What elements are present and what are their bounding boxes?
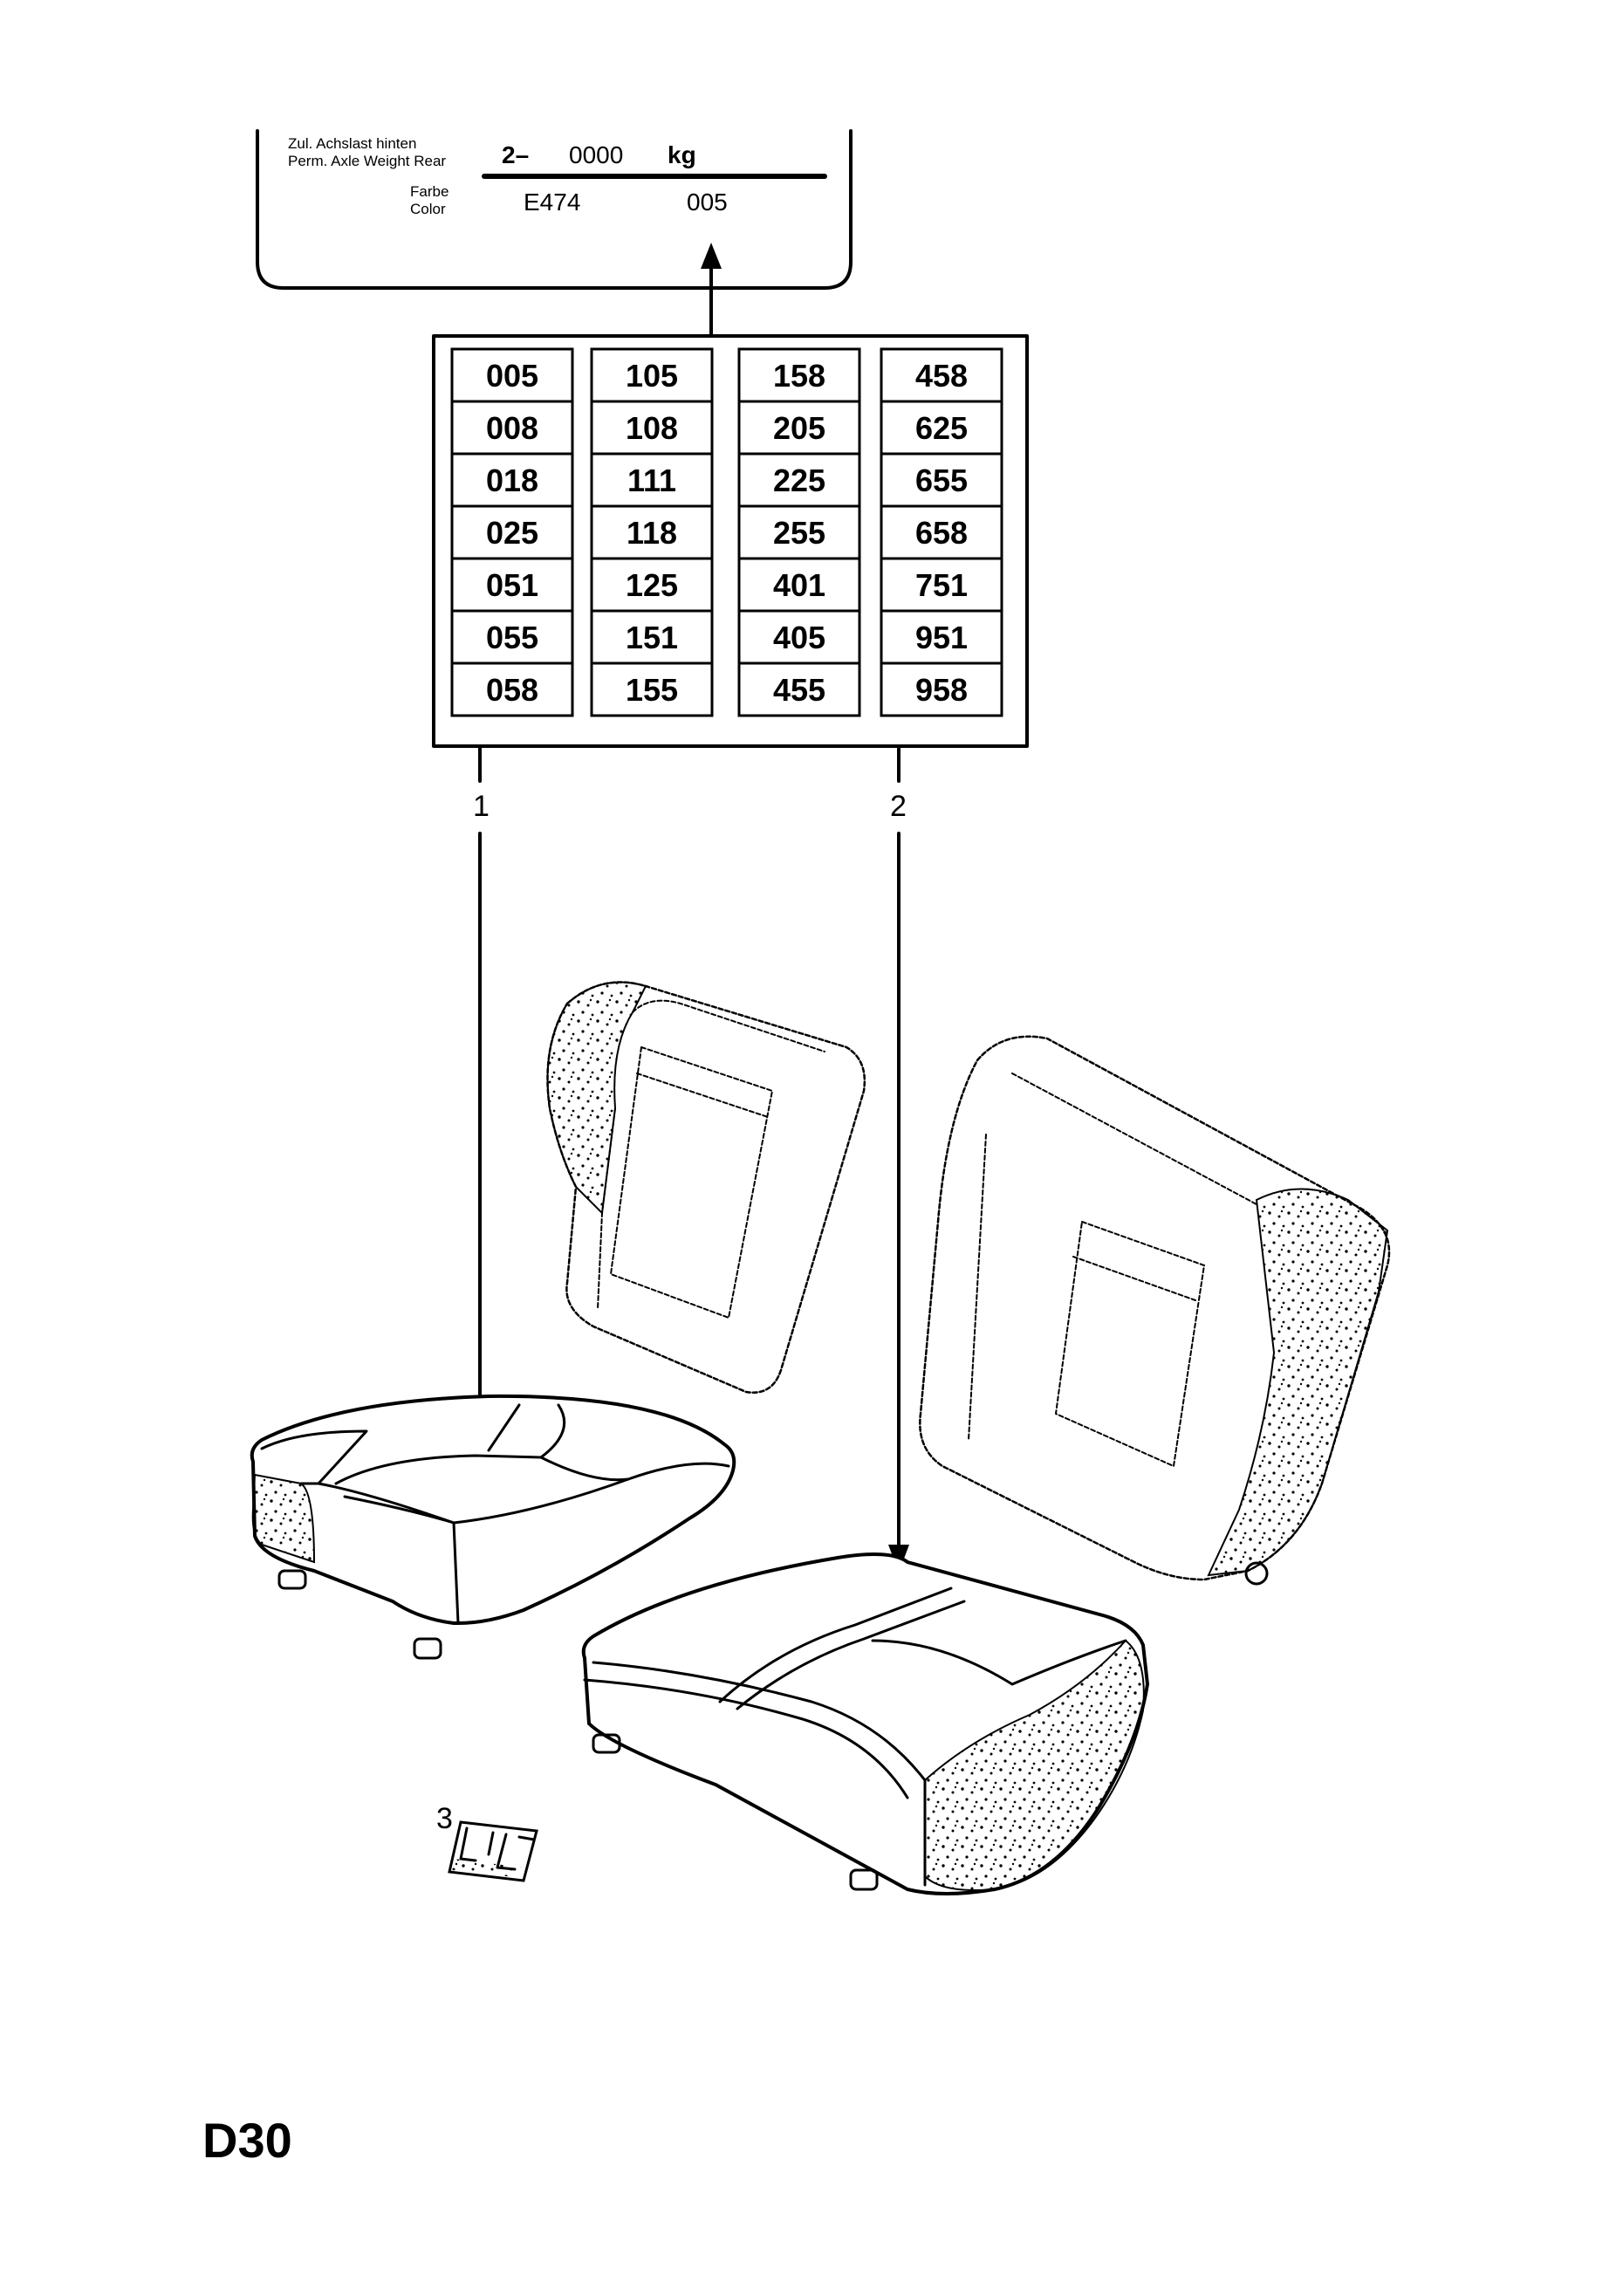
- color-code-cell: [737, 347, 861, 403]
- identification-plate: Zul. Achslast hinten Perm. Axle Weight R…: [256, 129, 853, 290]
- color-code-cell: [737, 609, 861, 665]
- color-code-value: 111: [627, 463, 676, 498]
- color-code-cell: [450, 557, 574, 613]
- color-code-cell: [880, 557, 1003, 613]
- color-code-cell: [590, 661, 714, 717]
- color-code-value: 458: [915, 358, 968, 394]
- color-code-value: 401: [773, 567, 825, 603]
- color-code-table: 005 008 018 025 051 055 058 105 108 111 118 125 151 1…: [432, 334, 1029, 748]
- color-code-value: 058: [486, 672, 538, 708]
- color-code-value: 025: [486, 515, 538, 551]
- color-code-value: 008: [486, 410, 538, 446]
- color-code-value: 658: [915, 515, 968, 551]
- axle-weight-unit: kg: [668, 141, 696, 168]
- callout-1: 1: [469, 747, 490, 1442]
- color-code-value: 105: [626, 358, 678, 394]
- color-code-value: 958: [915, 672, 968, 708]
- color-code-cell: [737, 504, 861, 560]
- front-seat-backrest: [546, 981, 866, 1394]
- color-code-cell: [880, 400, 1003, 456]
- page-code: D30: [202, 2113, 292, 2168]
- color-label-en: Color: [410, 201, 446, 217]
- color-code-cells: 005 008 018 025 051 055 058 105 108 111 118 125 151 1…: [450, 347, 1003, 717]
- color-code-cell: [880, 504, 1003, 560]
- color-code-cell: [450, 661, 574, 717]
- axle-weight-value: 0000: [569, 141, 623, 168]
- color-code-cell: [590, 452, 714, 508]
- color-code-cell: [880, 347, 1003, 403]
- color-code-value: 118: [627, 515, 677, 551]
- color-code-value: 051: [486, 567, 538, 603]
- color-code-value: 225: [773, 463, 825, 498]
- color-code-cell: [590, 609, 714, 665]
- color-code-cell: [880, 661, 1003, 717]
- color-number: 005: [687, 188, 728, 216]
- callout-2: 2: [888, 747, 909, 1573]
- rear-seat-cushion: [581, 1552, 1150, 1895]
- color-code-value: 018: [486, 463, 538, 498]
- color-code-cell: [590, 400, 714, 456]
- color-code-value: 455: [773, 672, 825, 708]
- color-code-cell: [737, 661, 861, 717]
- color-code-cell: [450, 452, 574, 508]
- color-code-value: 005: [486, 358, 538, 394]
- color-code-value: 951: [915, 620, 968, 655]
- color-code-value: 255: [773, 515, 825, 551]
- callout-label-2: 2: [890, 790, 907, 823]
- color-code-value: 405: [773, 620, 825, 655]
- color-code-value: 151: [626, 620, 678, 655]
- color-code-value: 205: [773, 410, 825, 446]
- color-code-value: 158: [773, 358, 825, 394]
- color-code-cell: [590, 504, 714, 560]
- callout-label-3: 3: [436, 1802, 453, 1835]
- rear-seat-backrest: [919, 1035, 1391, 1586]
- color-code-cell: [737, 452, 861, 508]
- color-code-cell: [737, 400, 861, 456]
- color-code: E474: [524, 188, 580, 216]
- color-code-value: 751: [915, 567, 968, 603]
- color-code-cell: [737, 557, 861, 613]
- axle-weight-label-de: Zul. Achslast hinten: [288, 135, 416, 152]
- color-label-de: Farbe: [410, 183, 449, 200]
- axle-weight-prefix: 2–: [502, 141, 529, 168]
- color-reference-arrow: [701, 243, 722, 338]
- front-seat-cushion: [250, 1394, 736, 1660]
- callout-label-1: 1: [473, 790, 490, 823]
- color-code-value: 655: [915, 463, 968, 498]
- color-code-value: 155: [626, 672, 678, 708]
- color-code-value: 125: [626, 567, 678, 603]
- color-code-value: 055: [486, 620, 538, 655]
- color-code-value: 625: [915, 410, 968, 446]
- color-code-value: 108: [626, 410, 678, 446]
- seat-clip: 3: [436, 1802, 538, 1882]
- axle-weight-label-en: Perm. Axle Weight Rear: [288, 153, 446, 169]
